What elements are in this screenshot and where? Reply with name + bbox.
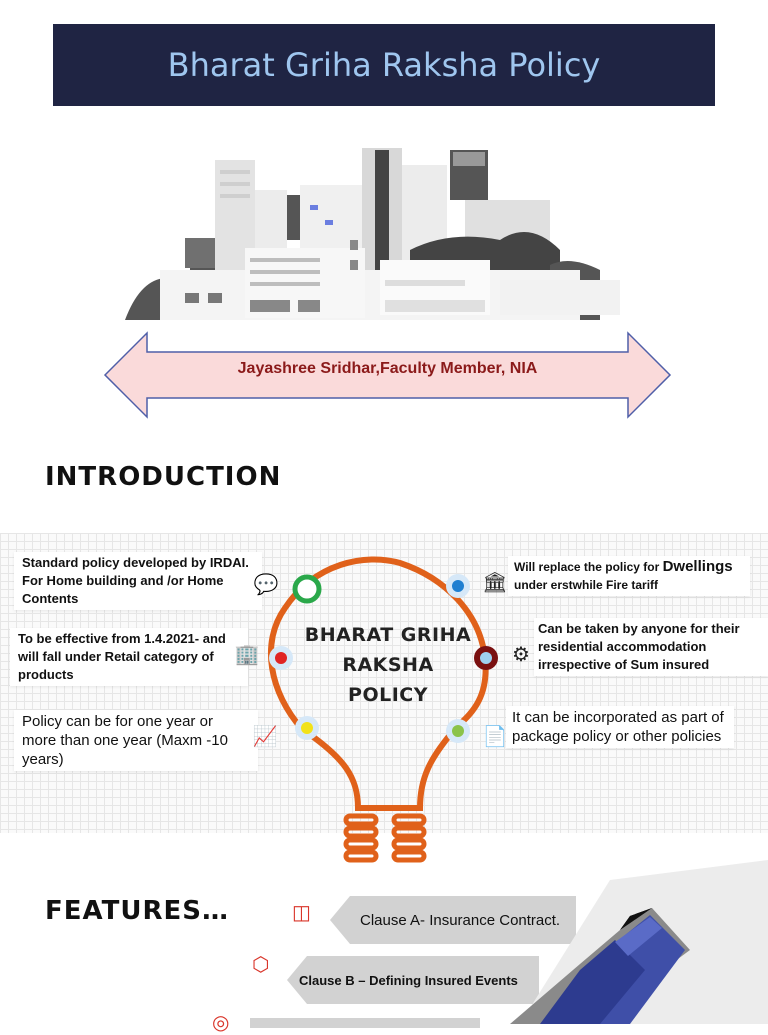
node-maroon: [480, 652, 492, 664]
introduction-heading: INTRODUCTION: [45, 462, 282, 492]
gears-icon: ⚙: [512, 644, 530, 666]
growth-chart-icon: 📈: [252, 726, 278, 748]
node-green: [292, 574, 322, 604]
intro-card-left-2: To be effective from 1.4.2021- and will …: [10, 628, 248, 686]
intro-text-right-2: Can be taken by anyone for their residen…: [538, 621, 740, 672]
node-red: [275, 652, 287, 664]
bank-icon: 🏛: [482, 572, 508, 594]
clause-a-label: Clause A- Insurance Contract.: [360, 911, 561, 929]
intro-card-right-3: It can be incorporated as part of packag…: [506, 706, 734, 748]
bulb-title-line-1: BHARAT GRIHA: [304, 624, 472, 646]
document-icon: 📄: [482, 726, 508, 748]
clause-b-label: Clause B – Defining Insured Events: [299, 972, 518, 988]
intro-card-right-1: Will replace the policy for Dwellings un…: [508, 556, 750, 596]
double-arrow-banner: [103, 331, 672, 419]
clause-a-item: Clause A- Insurance Contract.: [330, 896, 576, 944]
clause-c-item: [250, 1018, 480, 1028]
title-banner: Bharat Griha Raksha Policy: [53, 24, 715, 106]
author-credit: Jayashree Sridhar,Faculty Member, NIA: [237, 360, 538, 377]
chat-bubbles-icon: 💬: [253, 574, 279, 596]
bulb-center-title: BHARAT GRIHA RAKSHA POLICY: [300, 620, 476, 710]
node-lime: [452, 725, 464, 737]
intro-text-left-1: Standard policy developed by IRDAI. For …: [22, 555, 249, 606]
bulb-title-line-3: POLICY: [348, 684, 428, 706]
intro-text-right-1-emph: Dwellings: [662, 558, 733, 575]
node-blue: [452, 580, 464, 592]
contract-icon: ◫: [292, 902, 311, 924]
bulb-title-line-2: RAKSHA: [342, 654, 434, 676]
page-title: Bharat Griha Raksha Policy: [167, 46, 601, 84]
intro-text-right-1-prefix: Will replace the policy for: [514, 560, 663, 574]
pencil-illustration: [510, 860, 768, 1024]
features-heading: FEATURES…: [45, 896, 229, 926]
intro-text-right-1-suffix: under erstwhile Fire tariff: [514, 578, 659, 592]
lightbulb-diagram: [268, 556, 498, 863]
intro-card-left-1: Standard policy developed by IRDAI. For …: [14, 552, 262, 610]
building-icon: 🏢: [234, 644, 260, 666]
intro-text-right-3: It can be incorporated as part of packag…: [512, 709, 724, 745]
clause-c-icon: ◎: [212, 1012, 230, 1034]
intro-text-left-2: To be effective from 1.4.2021- and will …: [18, 631, 226, 682]
city-skyline-illustration: [125, 148, 620, 320]
intro-text-left-3: Policy can be for one year or more than …: [22, 713, 228, 768]
intro-card-left-3: Policy can be for one year or more than …: [14, 710, 258, 771]
boxes-icon: ⬡: [252, 954, 270, 976]
node-yellow: [301, 722, 313, 734]
clause-b-item: Clause B – Defining Insured Events: [287, 956, 539, 1004]
intro-card-right-2: Can be taken by anyone for their residen…: [534, 618, 768, 676]
